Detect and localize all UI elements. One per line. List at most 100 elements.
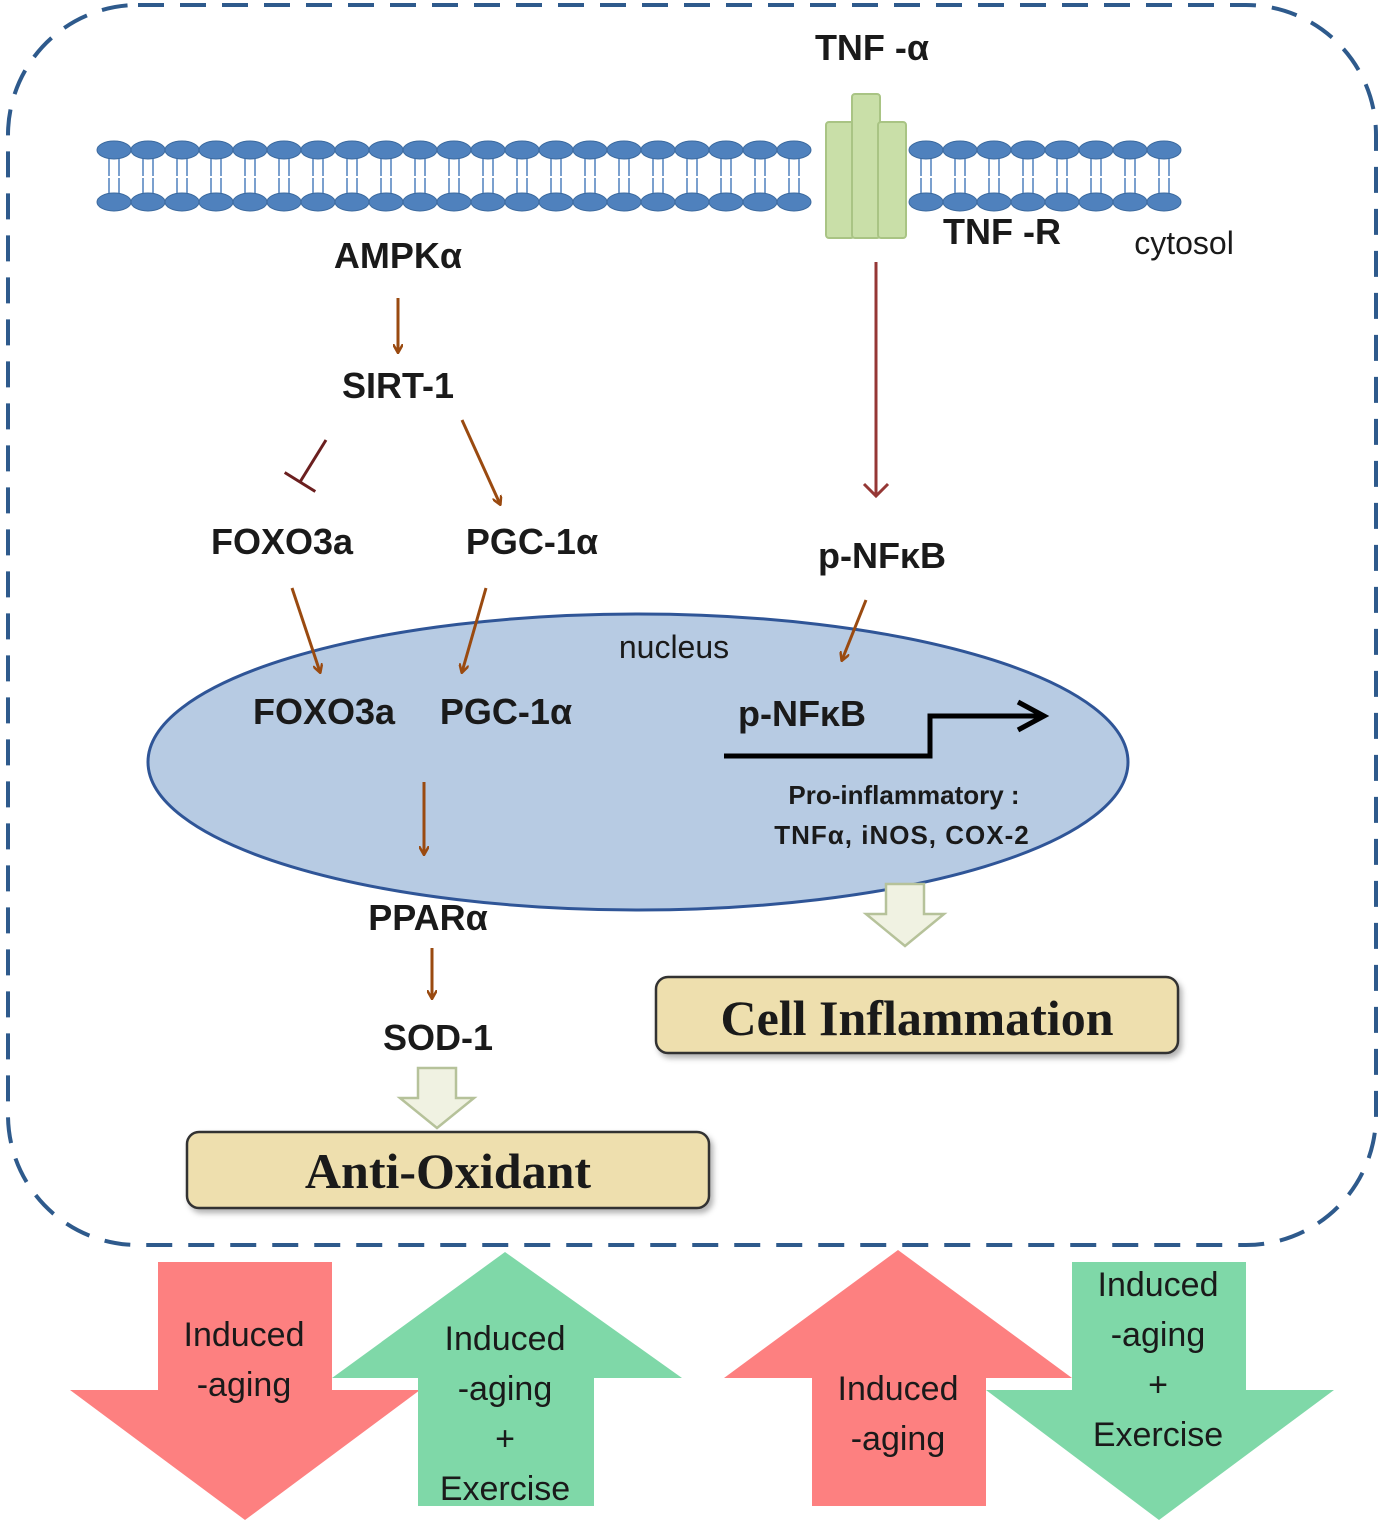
arrow3-line1: Induced: [838, 1370, 959, 1408]
arrow1-line1: Induced: [184, 1316, 305, 1354]
lipid-head: [942, 192, 978, 212]
arrow4-line1: Induced: [1098, 1266, 1219, 1304]
arrow-pgc1a-nucleus: [462, 587, 488, 672]
ppara-label: PPARα: [368, 897, 487, 938]
lipid-head: [130, 140, 166, 160]
lipid-head: [674, 192, 710, 212]
lipid-head: [742, 140, 778, 160]
arrow2-line1: Induced: [445, 1320, 566, 1358]
lipid-head: [504, 140, 540, 160]
inhibit-sirt1-foxo3a: [283, 439, 328, 493]
proinflammatory-title: Pro-inflammatory :: [788, 780, 1019, 810]
pnfkb-nucleus-label: p-NFκB: [738, 693, 866, 734]
inflammation-aging-arrow: Induced -aging: [724, 1250, 1072, 1506]
arrow-sirt1-pgc1a: [460, 419, 500, 504]
lipid-head: [436, 192, 472, 212]
lipid-head: [572, 140, 608, 160]
lipid-head: [130, 192, 166, 212]
lipid-head: [96, 140, 132, 160]
lipid-head: [1044, 140, 1080, 160]
cell-border: [6, 3, 1378, 1247]
inflammation-exercise-arrow: Induced -aging + Exercise: [986, 1262, 1334, 1520]
lipid-head: [164, 140, 200, 160]
lipid-head: [96, 192, 132, 212]
hollow-arrow-sod1: [396, 1066, 478, 1130]
lipid-head: [402, 192, 438, 212]
lipid-head: [1010, 140, 1046, 160]
lipid-head: [1044, 192, 1080, 212]
foxo3a-nucleus-label: FOXO3a: [253, 691, 396, 732]
lipid-head: [198, 140, 234, 160]
arrow4-line4: Exercise: [1093, 1416, 1223, 1454]
lipid-head: [908, 140, 944, 160]
lipid-head: [538, 192, 574, 212]
lipid-head: [708, 192, 744, 212]
lipid-head: [776, 192, 812, 212]
anti-oxidant-box: Anti-Oxidant: [185, 1130, 711, 1210]
arrow3-line2: -aging: [851, 1420, 946, 1458]
lipid-head: [742, 192, 778, 212]
arrow4-line2: -aging: [1111, 1316, 1206, 1354]
lipid-head: [708, 140, 744, 160]
lipid-head: [232, 192, 268, 212]
hollow-arrow-inflammation: [862, 882, 948, 948]
arrow2-line2: -aging: [458, 1370, 553, 1408]
antioxidant-aging-arrow: Induced -aging: [70, 1262, 420, 1520]
pgc1a-cytosol-label: PGC-1α: [466, 521, 598, 562]
tnf-r-label: TNF -R: [943, 211, 1061, 252]
lipid-head: [334, 140, 370, 160]
lipid-head: [164, 192, 200, 212]
lipid-head: [538, 140, 574, 160]
lipid-head: [300, 192, 336, 212]
lipid-head: [1112, 192, 1148, 212]
pgc1a-nucleus-label: PGC-1α: [440, 691, 572, 732]
lipid-head: [470, 192, 506, 212]
arrow2-line4: Exercise: [440, 1470, 570, 1508]
lipid-head: [266, 192, 302, 212]
lipid-head: [1146, 192, 1182, 212]
cell-inflammation-box: Cell Inflammation: [654, 975, 1180, 1055]
arrow1-line2: -aging: [197, 1366, 292, 1404]
lipid-head: [300, 140, 336, 160]
lipid-head: [1146, 140, 1182, 160]
lipid-head: [198, 192, 234, 212]
lipid-head: [606, 140, 642, 160]
lipid-head: [674, 140, 710, 160]
lipid-head: [606, 192, 642, 212]
transcription-arrow: [724, 713, 1040, 759]
lipid-head: [1112, 140, 1148, 160]
cell-inflammation-label: Cell Inflammation: [720, 990, 1113, 1046]
lipid-head: [504, 192, 540, 212]
lipid-head: [640, 192, 676, 212]
tnf-alpha-label: TNF -α: [815, 27, 929, 68]
lipid-head: [1010, 192, 1046, 212]
foxo3a-cytosol-label: FOXO3a: [211, 521, 354, 562]
lipid-head: [1078, 192, 1114, 212]
lipid-head: [1078, 140, 1114, 160]
proinflammatory-list: TNFα, iNOS, COX-2: [774, 820, 1029, 850]
tnf-receptor: [825, 93, 907, 239]
cell-membrane: [96, 140, 1182, 212]
pnfkb-cytosol-label: p-NFκB: [818, 535, 946, 576]
arrow-pnfkb-nucleus: [842, 599, 868, 660]
nucleus: [146, 612, 1130, 912]
lipid-head: [368, 140, 404, 160]
transcription-arrow-head: [1016, 699, 1050, 733]
lipid-head: [266, 140, 302, 160]
sod1-label: SOD-1: [383, 1017, 493, 1058]
lipid-head: [334, 192, 370, 212]
lipid-head: [232, 140, 268, 160]
lipid-head: [908, 192, 944, 212]
ampk-label: AMPKα: [334, 235, 462, 276]
lipid-head: [776, 140, 812, 160]
cytosol-label: cytosol: [1134, 225, 1234, 261]
lipid-head: [436, 140, 472, 160]
nucleus-label: nucleus: [619, 629, 729, 665]
arrow2-line3: +: [495, 1420, 515, 1458]
lipid-head: [976, 192, 1012, 212]
pathway-arrows: [283, 262, 890, 998]
lipid-head: [640, 140, 676, 160]
lipid-head: [976, 140, 1012, 160]
lipid-head: [942, 140, 978, 160]
